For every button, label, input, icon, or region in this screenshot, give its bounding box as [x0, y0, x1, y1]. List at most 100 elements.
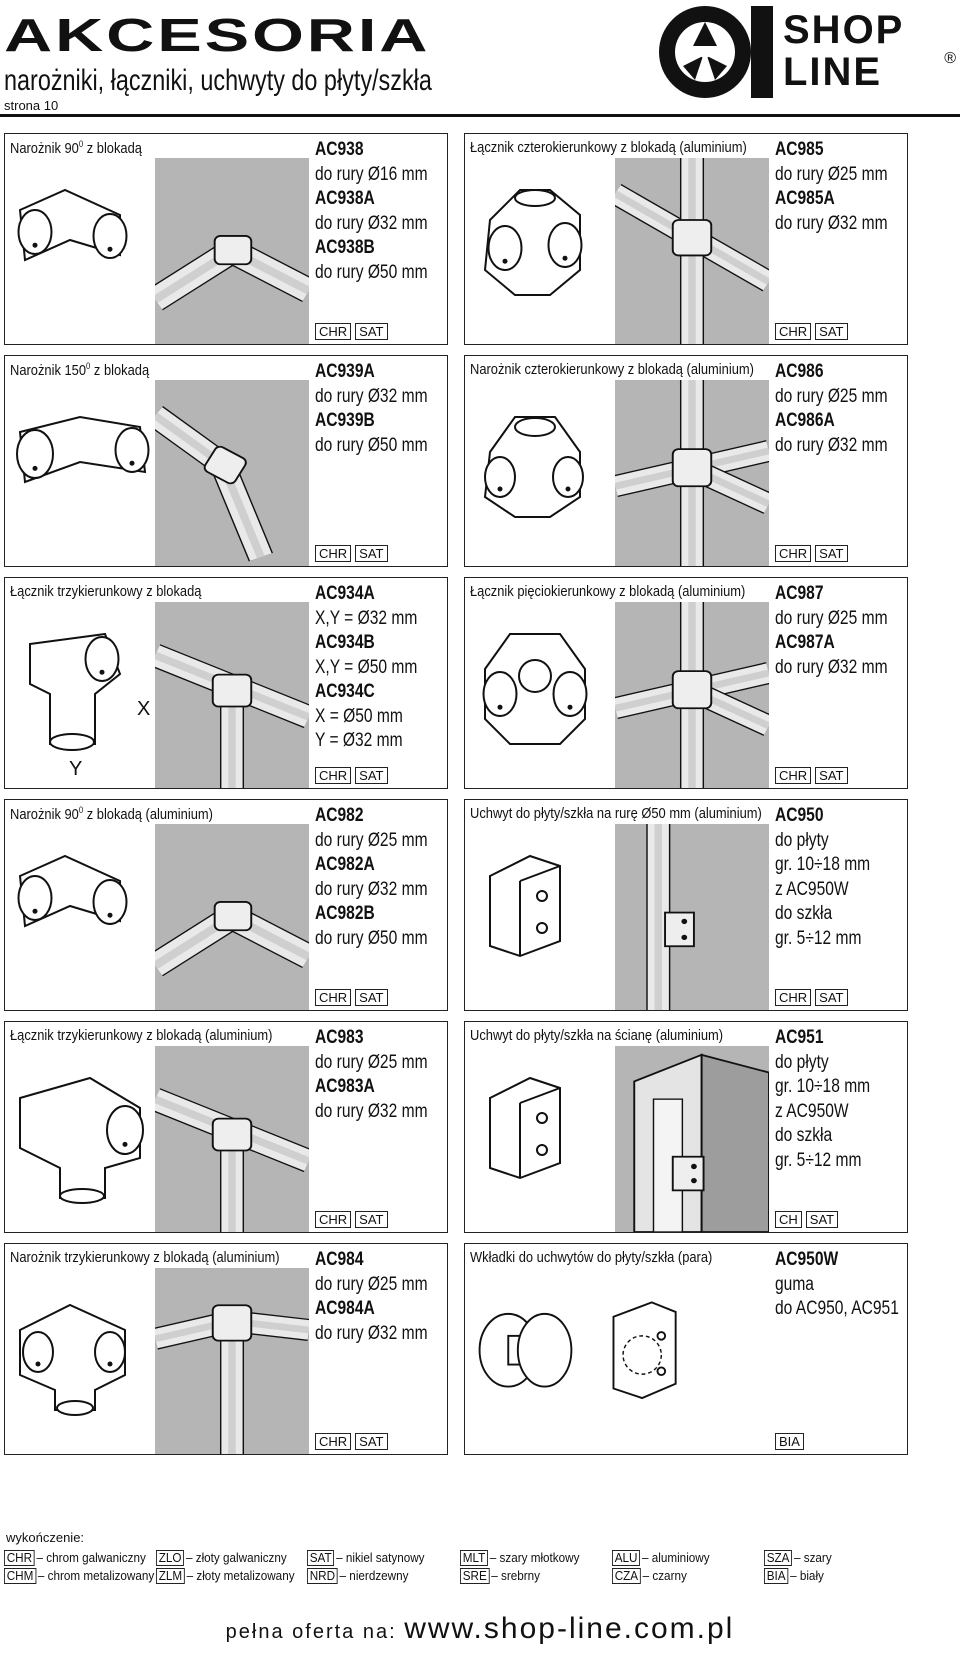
finish-tag: CHR	[315, 989, 352, 1006]
finish-tag: SAT	[355, 989, 388, 1006]
product-spec: do rury Ø32 mm	[775, 212, 888, 234]
product-code: AC934B	[315, 632, 375, 653]
product-spec: do rury Ø32 mm	[775, 656, 888, 678]
product-photo	[615, 158, 769, 344]
shopline-logo: SHOP LINE ®	[655, 2, 960, 102]
product-panel: Uchwyt do płyty/szkła na rurę Ø50 mm (al…	[464, 799, 908, 1011]
product-title: Uchwyt do płyty/szkła na ścianę (alumini…	[470, 1027, 723, 1044]
fitting-photo-icon	[615, 158, 769, 344]
product-title-main: Narożnik 90	[10, 806, 79, 823]
product-spec: Y = Ø32 mm	[315, 730, 403, 751]
product-code: AC934C	[315, 681, 375, 702]
product-title-main: Wkładki do uchwytów do płyty/szkła	[470, 1249, 675, 1266]
product-spec: guma	[775, 1273, 814, 1295]
finish-tag: CHR	[315, 545, 352, 562]
product-panel: Narożnik trzykierunkowy z blokadą (alumi…	[4, 1243, 448, 1455]
product-code: AC938	[315, 139, 364, 160]
finish-tags: BIA	[775, 1433, 808, 1450]
legend-item: ZLM– złoty metalizowany	[156, 1568, 295, 1584]
product-title-rest: (aluminium)	[208, 1249, 280, 1266]
product-code: AC938B	[315, 237, 375, 258]
fitting-drawing-icon	[478, 1301, 677, 1400]
finish-tag: CHR	[775, 767, 812, 784]
fitting-drawing-icon	[29, 632, 122, 751]
legend-text: – chrom metalizowany	[37, 1568, 155, 1583]
finish-tag: SAT	[815, 767, 848, 784]
product-panel: Uchwyt do płyty/szkła na ścianę (alumini…	[464, 1021, 908, 1233]
legend-tag: ZLO	[156, 1550, 185, 1566]
product-spec: do szkła	[775, 903, 833, 924]
legend-item: MLT– szary młotkowy	[460, 1550, 579, 1566]
product-code: AC950	[775, 805, 824, 826]
product-title-rest: z blokadą	[83, 140, 142, 157]
finish-tag: SAT	[355, 545, 388, 562]
product-spec: do rury Ø32 mm	[315, 1100, 428, 1122]
product-code: AC983A	[315, 1076, 375, 1097]
product-drawing	[470, 392, 610, 542]
product-photo	[155, 158, 309, 344]
finish-tag: CHR	[315, 1433, 352, 1450]
product-title-degree: 0	[78, 139, 84, 149]
logo-text-shop: SHOP	[783, 8, 905, 52]
dimension-x-label: X	[137, 698, 151, 720]
product-drawing	[470, 1280, 690, 1430]
product-photo	[155, 1268, 309, 1454]
product-code: AC987	[775, 583, 824, 604]
finish-tag: SAT	[815, 545, 848, 562]
product-drawing	[470, 170, 610, 320]
footer-url-link[interactable]: www.shop-line.com.pl	[404, 1612, 735, 1645]
page-title: AKCESORIA	[4, 9, 431, 61]
product-title-main: Narożnik 90	[10, 140, 79, 157]
legend-tag: CZA	[612, 1568, 641, 1584]
legend-text: – nierdzewny	[339, 1568, 409, 1583]
fitting-photo-icon	[155, 644, 309, 788]
product-title: Uchwyt do płyty/szkła na rurę Ø50 mm (al…	[470, 805, 762, 822]
product-code: AC986	[775, 361, 824, 382]
product-code: AC982A	[315, 854, 375, 875]
legend-tag: ALU	[612, 1550, 641, 1566]
legend-item: ZLO– złoty galwaniczny	[156, 1550, 287, 1566]
product-spec: do rury Ø32 mm	[315, 212, 428, 234]
product-code: AC984	[315, 1249, 364, 1270]
product-code: AC987A	[775, 632, 835, 653]
finish-tag: SAT	[355, 767, 388, 784]
legend-tag: ZLM	[156, 1568, 185, 1584]
product-spec: do rury Ø32 mm	[315, 385, 428, 407]
product-code: AC984A	[315, 1298, 375, 1319]
product-title-main: Łącznik trzykierunkowy z blokadą	[10, 1027, 202, 1044]
product-spec: do rury Ø16 mm	[315, 163, 428, 185]
product-photo	[615, 1046, 769, 1232]
product-title-main: Narożnik trzykierunkowy z blokadą	[10, 1249, 209, 1266]
product-spec: do rury Ø50 mm	[315, 261, 428, 283]
product-spec: do AC950, AC951	[775, 1298, 899, 1319]
logo-text-line: LINE	[783, 50, 883, 94]
fitting-photo-icon	[155, 1088, 309, 1232]
legend-item: CHM– chrom metalizowany	[4, 1568, 154, 1584]
page-footer: pełna oferta na: www.shop-line.com.pl	[0, 1612, 960, 1646]
finish-tag: CHR	[775, 323, 812, 340]
finish-tag: CHR	[315, 1211, 352, 1228]
product-panel: Łącznik trzykierunkowy z blokadą (alumin…	[4, 1021, 448, 1233]
product-title-rest: (aluminium)	[201, 1027, 273, 1044]
product-spec: gr. 5÷12 mm	[775, 1149, 862, 1171]
product-title-main: Łącznik czterokierunkowy z blokadą	[470, 139, 676, 156]
legend-item: SZA– szary	[764, 1550, 832, 1566]
finish-tag: SAT	[355, 1211, 388, 1228]
product-panel: Wkładki do uchwytów do płyty/szkła (para…	[464, 1243, 908, 1455]
product-title: Łącznik trzykierunkowy z blokadą	[10, 583, 201, 600]
product-code: AC985	[775, 139, 824, 160]
product-title: Łącznik trzykierunkowy z blokadą (alumin…	[10, 1027, 272, 1044]
legend-text: – złoty galwaniczny	[185, 1550, 287, 1565]
fitting-photo-icon	[633, 1053, 769, 1232]
